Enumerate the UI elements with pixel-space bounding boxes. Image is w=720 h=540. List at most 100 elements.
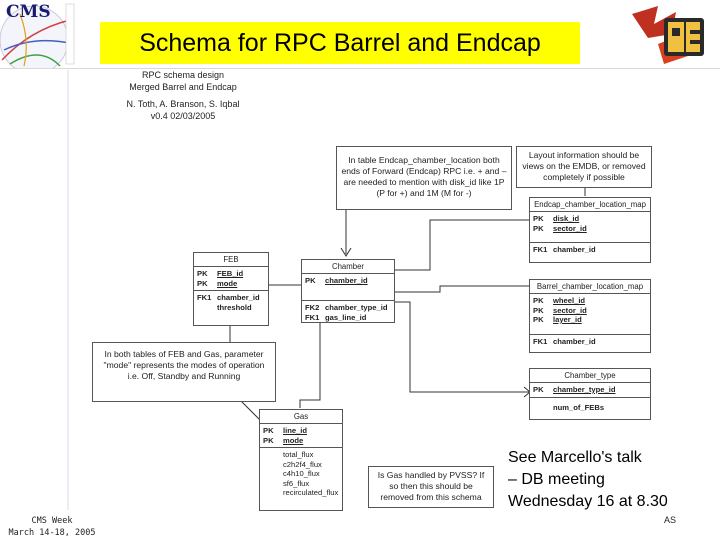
table-row: c2h2f4_flux bbox=[283, 460, 339, 470]
table-name: Endcap_chamber_location_map bbox=[530, 198, 650, 212]
key-label: PK bbox=[533, 223, 544, 233]
gas-table: Gas PK line_id PK mode total_flux c2h2f4_f… bbox=[259, 409, 343, 511]
talk-line: Wednesday 16 at 8.30 bbox=[508, 493, 668, 510]
table-row: total_flux bbox=[283, 450, 339, 460]
table-row: PK mode bbox=[197, 279, 265, 289]
key-label bbox=[197, 303, 217, 313]
field-name: c4h10_flux bbox=[283, 469, 320, 478]
fk-section: FK2 chamber_type_id FK1 gas_line_id bbox=[302, 301, 394, 324]
page-title: Schema for RPC Barrel and Endcap bbox=[100, 22, 580, 64]
left-margin-rule bbox=[67, 70, 69, 510]
field-name: sector_id bbox=[553, 223, 587, 233]
pk-section: PK disk_id PK sector_id bbox=[530, 212, 650, 243]
field-name: total_flux bbox=[283, 450, 314, 459]
key-label: FK1 bbox=[197, 293, 212, 302]
cms-logo-text: CMS bbox=[6, 2, 51, 22]
key-label: PK bbox=[197, 278, 208, 288]
key-label: PK bbox=[263, 435, 274, 445]
table-row: PK chamber_type_id bbox=[533, 385, 647, 395]
schema-info-line: RPC schema design bbox=[141, 70, 225, 80]
key-label: PK bbox=[533, 385, 544, 394]
key-label: PK bbox=[263, 426, 274, 435]
key-label: FK1 bbox=[305, 312, 320, 322]
table-name: Chamber_type bbox=[530, 369, 650, 383]
table-name: Barrel_chamber_location_map bbox=[530, 280, 650, 294]
field-name: recirculated_flux bbox=[283, 488, 339, 497]
field-name: threshold bbox=[217, 302, 252, 312]
header-divider bbox=[0, 68, 720, 69]
attr-section: num_of_FEBs bbox=[530, 398, 650, 415]
footer-initials: AS bbox=[664, 515, 677, 525]
key-label: FK1 bbox=[533, 245, 548, 254]
field-name: sf6_flux bbox=[283, 478, 310, 488]
fk-section: FK1 chamber_id bbox=[530, 243, 650, 257]
table-row: c4h10_flux bbox=[283, 469, 339, 479]
field-name: chamber_id bbox=[217, 293, 260, 302]
field-name: chamber_id bbox=[553, 245, 596, 254]
field-name: c2h2f4_flux bbox=[283, 459, 322, 469]
field-name: wheel_id bbox=[553, 296, 586, 305]
table-row: PK disk_id bbox=[533, 214, 647, 224]
footer-line: March 14-18, 2005 bbox=[8, 528, 96, 538]
table-name: Gas bbox=[260, 410, 342, 424]
pk-section: PK line_id PK mode bbox=[260, 424, 342, 448]
pk-section: PK chamber_type_id bbox=[530, 383, 650, 398]
table-name: FEB bbox=[194, 253, 268, 267]
field-name: chamber_id bbox=[325, 276, 368, 285]
table-row: PK line_id bbox=[263, 426, 339, 436]
talk-announcement: See Marcello's talk – DB meeting Wednesd… bbox=[508, 447, 668, 513]
table-row: PK sector_id bbox=[533, 306, 647, 316]
table-row: FK1 chamber_id bbox=[533, 245, 647, 255]
table-row: sf6_flux bbox=[283, 479, 339, 489]
rpc-re-logo bbox=[632, 6, 704, 64]
endcap-location-note: In table Endcap_chamber_location both en… bbox=[336, 146, 512, 210]
footer-line: CMS Week bbox=[31, 516, 73, 526]
table-row: recirculated_flux bbox=[283, 488, 339, 498]
layout-info-note: Layout information should be views on th… bbox=[516, 146, 652, 188]
field-name: gas_line_id bbox=[325, 312, 367, 322]
field-name: sector_id bbox=[553, 305, 587, 315]
key-label: PK bbox=[533, 214, 544, 223]
key-label: PK bbox=[197, 269, 208, 278]
table-row: FK2 chamber_type_id bbox=[305, 303, 391, 313]
fk-section: FK1 chamber_id threshold bbox=[194, 291, 268, 314]
table-row: threshold bbox=[197, 303, 265, 313]
field-name: chamber_type_id bbox=[553, 385, 616, 394]
key-label: PK bbox=[533, 315, 544, 324]
field-name: chamber_type_id bbox=[325, 303, 388, 312]
key-label: FK2 bbox=[305, 303, 320, 312]
key-label: PK bbox=[533, 305, 544, 315]
chamber-type-table: Chamber_type PK chamber_type_id num_of_FE… bbox=[529, 368, 651, 420]
gas-pvss-note: Is Gas handled by PVSS? If so then this … bbox=[368, 466, 494, 508]
mode-parameter-note: In both tables of FEB and Gas, parameter… bbox=[92, 342, 276, 402]
table-row: PK mode bbox=[263, 436, 339, 446]
table-row: FK1 gas_line_id bbox=[305, 313, 391, 323]
field-name: line_id bbox=[283, 426, 308, 435]
field-name: mode bbox=[217, 278, 238, 288]
field-name: disk_id bbox=[553, 214, 580, 223]
table-row: FK1 chamber_id bbox=[197, 293, 265, 303]
schema-info-line: v0.4 02/03/2005 bbox=[150, 110, 216, 121]
footer-event: CMS Week March 14-18, 2005 bbox=[4, 515, 100, 539]
key-label: FK1 bbox=[533, 337, 548, 346]
schema-info-line: Merged Barrel and Endcap bbox=[129, 81, 237, 92]
schema-info-line: N. Toth, A. Branson, S. Iqbal bbox=[126, 99, 240, 109]
field-name: mode bbox=[283, 435, 304, 445]
field-name: layer_id bbox=[553, 315, 582, 324]
talk-line: See Marcello's talk bbox=[508, 449, 642, 466]
cms-logo bbox=[0, 3, 75, 68]
table-row: num_of_FEBs bbox=[553, 403, 647, 413]
schema-info: RPC schema design Merged Barrel and Endc… bbox=[98, 70, 268, 122]
